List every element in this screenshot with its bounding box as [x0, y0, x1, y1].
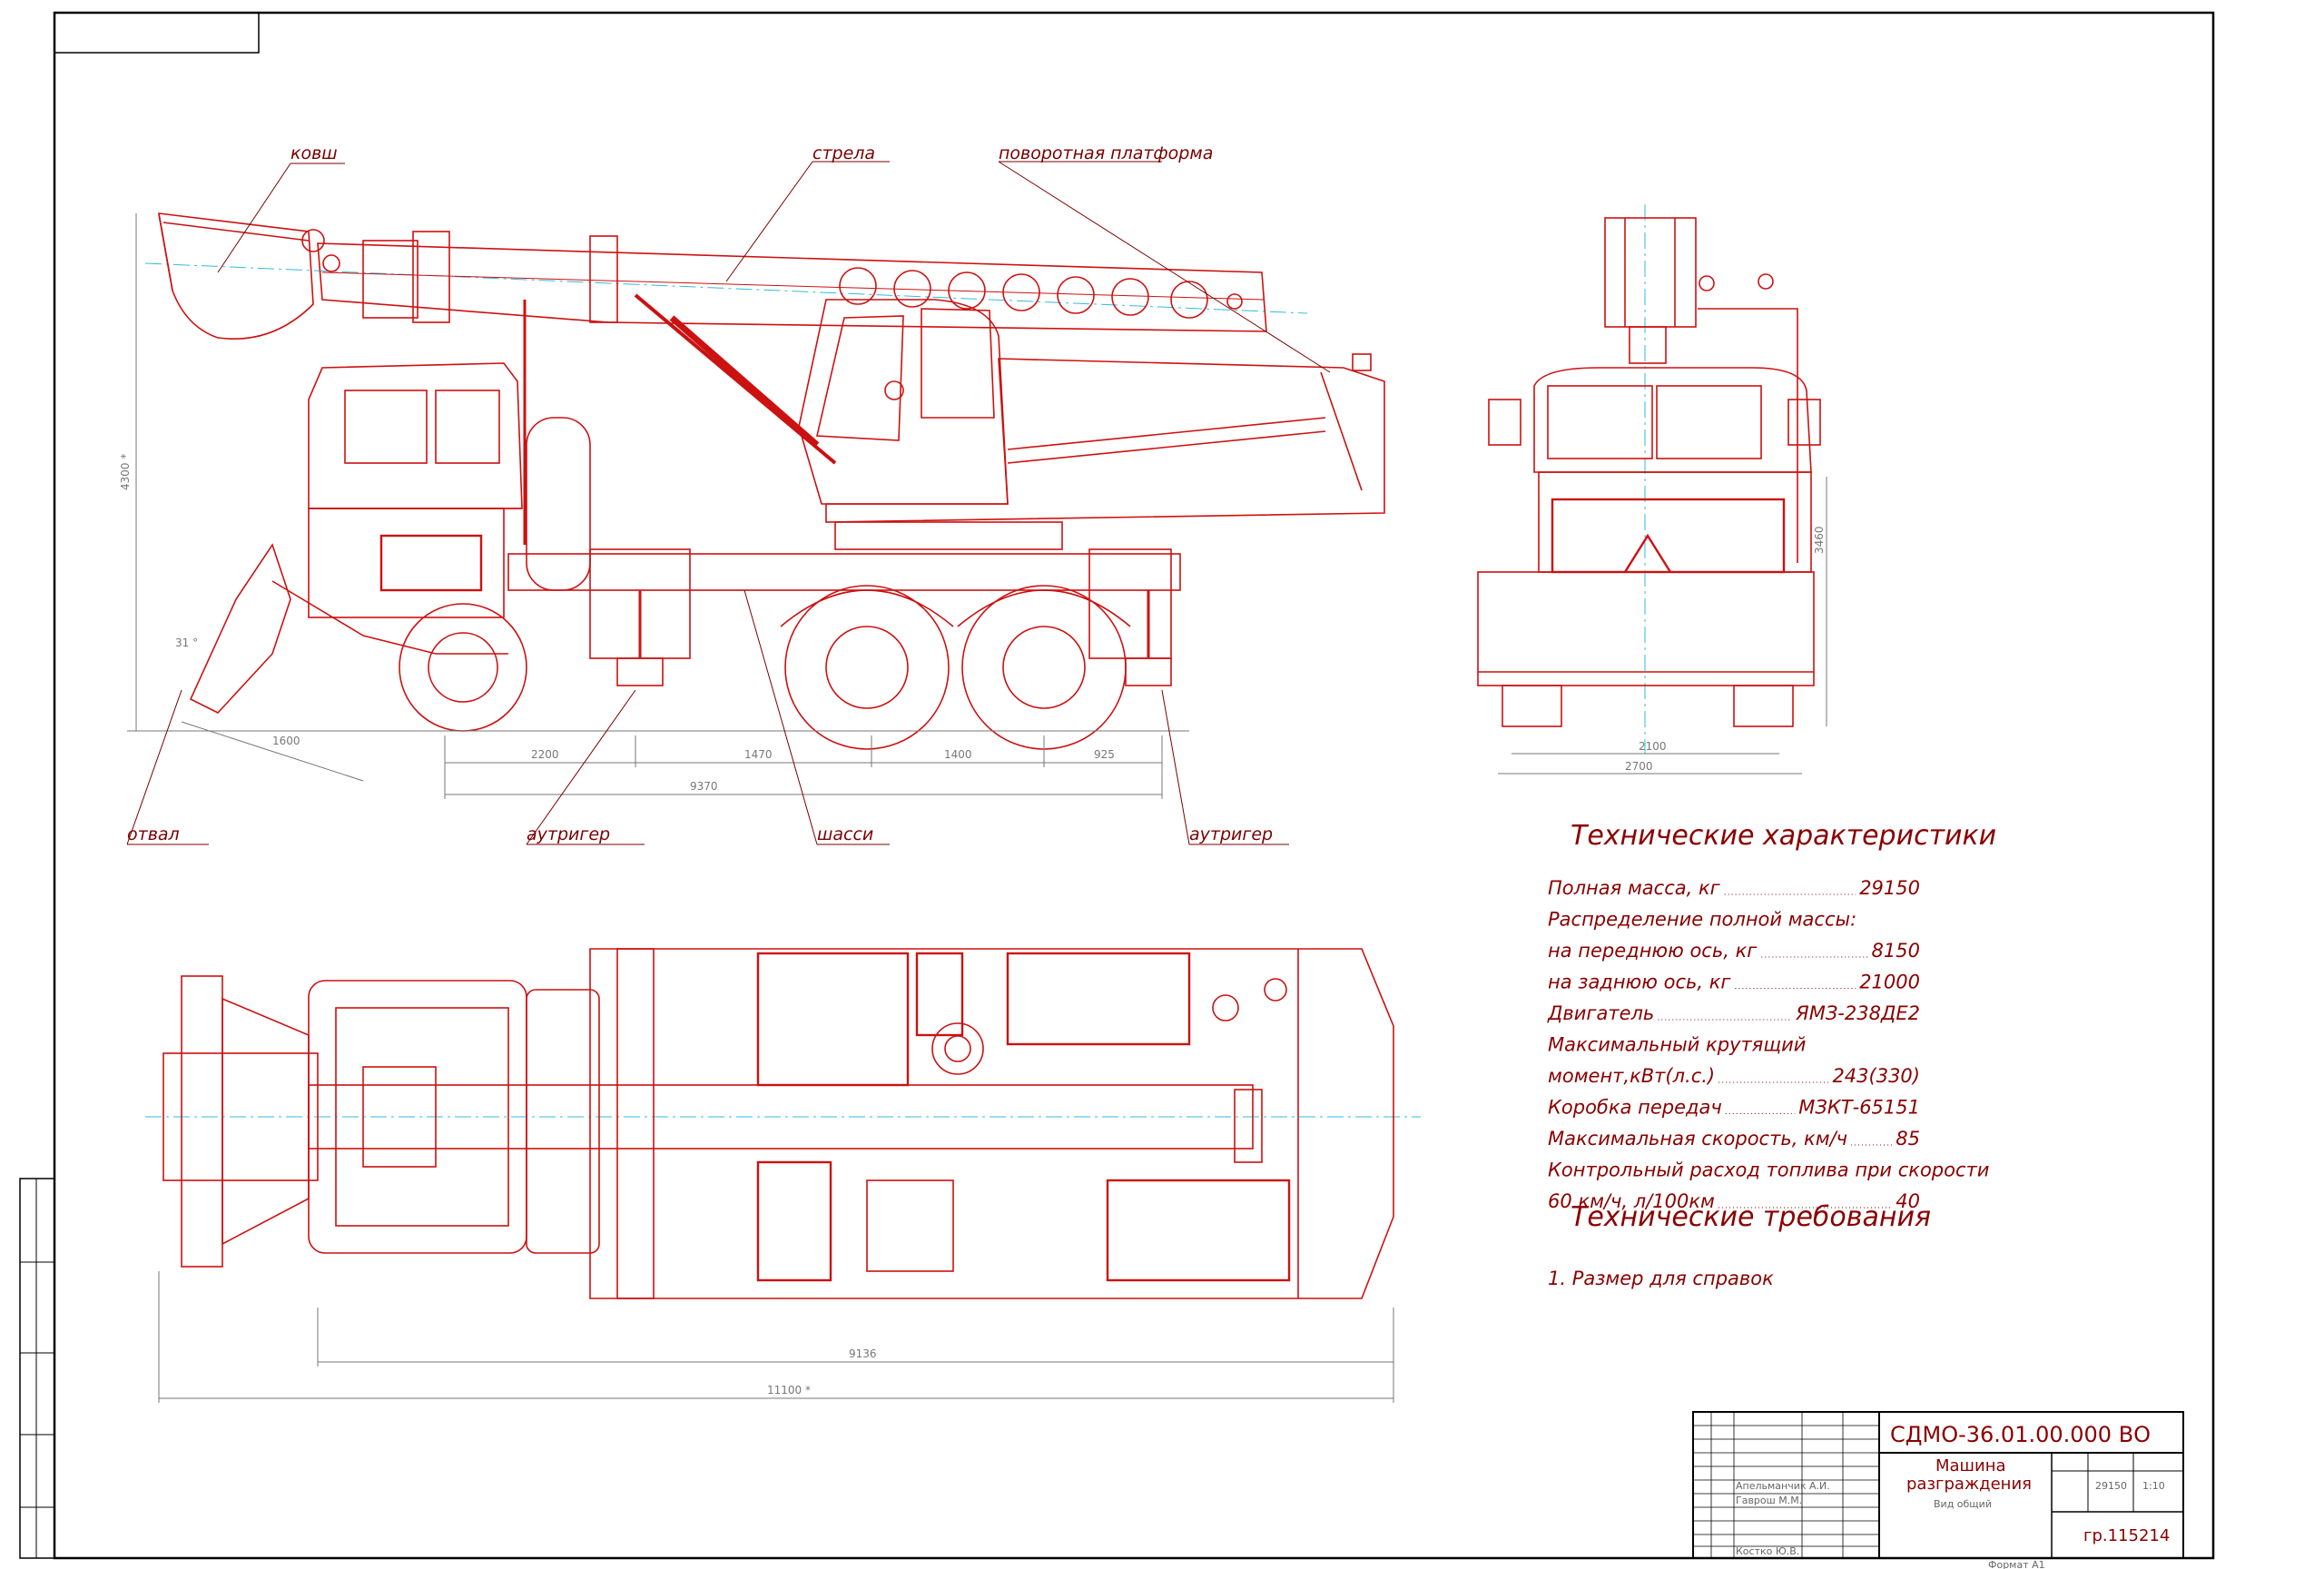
checker-name: Гаврош М.М. — [1736, 1495, 1802, 1506]
drawing-scale: 1:10 — [2142, 1480, 2165, 1492]
bucket-shape — [158, 212, 314, 340]
spec-label: на переднюю ось, кг — [1548, 940, 1758, 962]
plan-dimension-texts: 9136 11100 * — [767, 1347, 877, 1396]
spec-label: Максимальная скорость, км/ч — [1548, 1128, 1847, 1150]
spec-label: на заднюю ось, кг — [1548, 972, 1731, 993]
side-view — [127, 212, 1385, 750]
spec-label: Полная масса, кг — [1548, 877, 1721, 899]
dim-9370: 9370 — [690, 780, 718, 793]
dim-front-outer: 2700 — [1625, 760, 1653, 773]
side-dimensions — [135, 213, 1163, 799]
side-dimension-texts: 4300 * 2200 1470 1400 925 9370 1600 31 ° — [119, 454, 1115, 793]
spec-value: 29150 — [1859, 877, 1920, 899]
drawing-format: Формат А1 — [1988, 1559, 2045, 1569]
spec-value: ЯМЗ-238ДЕ2 — [1795, 1002, 1920, 1024]
dim-2200: 2200 — [531, 748, 559, 761]
plan-dimensions — [158, 1271, 1394, 1403]
turret-platform — [825, 358, 1385, 523]
dim-plan-11100: 11100 * — [767, 1384, 811, 1396]
drawing-name-2: разграждения — [1906, 1475, 2032, 1494]
drawing-group: гр.115214 — [2083, 1526, 2170, 1545]
spec-title: Технические характеристики — [1571, 820, 1996, 852]
spec-value: 21000 — [1859, 972, 1920, 993]
developer-name: Апельманчик А.И. — [1736, 1480, 1830, 1492]
spec-value: 8150 — [1872, 940, 1920, 962]
spec-label: Максимальный крутящий — [1548, 1034, 1806, 1056]
label-chassis: шасси — [817, 824, 873, 844]
plan-view — [145, 948, 1421, 1299]
dim-plan-9136: 9136 — [849, 1347, 877, 1360]
boom-holes — [839, 267, 1243, 319]
front-grille — [1551, 498, 1786, 574]
approver-name: Костко Ю.В. — [1736, 1545, 1799, 1557]
truck-cab — [308, 362, 523, 509]
label-outrigger-rear: аутригер — [1189, 824, 1273, 844]
spec-value: 85 — [1896, 1128, 1920, 1150]
spec-label: Двигатель — [1547, 1002, 1654, 1024]
dozer-blade — [189, 543, 291, 714]
dim-1600: 1600 — [272, 735, 300, 747]
req-lines: 1. Размер для справок — [1548, 1268, 1774, 1289]
front-cab — [1533, 367, 1812, 473]
sheet-frame — [19, 11, 2215, 1560]
spec-label: Контрольный расход топлива при скорости — [1548, 1159, 1989, 1181]
title-block-texts: СДМО-36.01.00.000 ВО Машина разграждения… — [1736, 1422, 2170, 1569]
outrigger-rear-shape — [1125, 657, 1172, 686]
requirement-line: 1. Размер для справок — [1548, 1268, 1774, 1289]
req-title: Технические требования — [1571, 1201, 1931, 1233]
dim-1470: 1470 — [744, 748, 773, 761]
dim-925: 925 — [1094, 748, 1115, 761]
plan-blade — [181, 975, 223, 1268]
front-bucket — [1604, 217, 1697, 328]
outrigger-front-shape — [616, 657, 664, 686]
callouts: ковш стрела поворотная платформа отвал а… — [127, 143, 1273, 844]
wheels — [399, 585, 1127, 750]
drawing-view: Вид общий — [1934, 1498, 1992, 1510]
chassis-frame — [507, 553, 1181, 591]
plan-turret — [589, 948, 1394, 1299]
dim-front-inner: 2100 — [1639, 740, 1667, 753]
boom-shape — [317, 242, 1267, 332]
spec-value: МЗКТ-65151 — [1798, 1097, 1920, 1119]
spec-label: момент,кВт(л.с.) — [1548, 1065, 1715, 1087]
dim-1400: 1400 — [944, 748, 972, 761]
drawing-mass: 29150 — [2095, 1480, 2127, 1492]
label-platform: поворотная платформа — [999, 143, 1213, 163]
front-blade — [1477, 571, 1815, 686]
callout-leaders — [126, 161, 1331, 845]
dim-angle: 31 ° — [175, 636, 198, 649]
label-outrigger-front: аутригер — [527, 824, 610, 844]
spec-label: Распределение полной массы: — [1548, 909, 1856, 931]
label-boom: стрела — [812, 143, 875, 163]
spec-label: 60 км/ч, л/100км — [1548, 1190, 1715, 1212]
title-block — [1692, 1411, 2184, 1559]
label-blade: отвал — [127, 824, 180, 844]
front-dimensions — [1498, 477, 1827, 775]
spec-value: 40 — [1896, 1190, 1920, 1212]
dim-height: 4300 * — [119, 454, 132, 490]
spec-label: Коробка передач — [1548, 1097, 1722, 1119]
dim-front-height: 3460 — [1813, 526, 1826, 554]
specifications: Технические характеристики Полная масса,… — [1547, 820, 1996, 1289]
drawing-name-1: Машина — [1935, 1456, 2006, 1475]
label-bucket: ковш — [290, 143, 338, 163]
drawing-code: СДМО-36.01.00.000 ВО — [1890, 1422, 2151, 1447]
front-dimension-texts: 2100 2700 3460 — [1625, 526, 1826, 773]
spec-value: 243(330) — [1832, 1065, 1920, 1087]
front-view — [1477, 204, 1821, 754]
